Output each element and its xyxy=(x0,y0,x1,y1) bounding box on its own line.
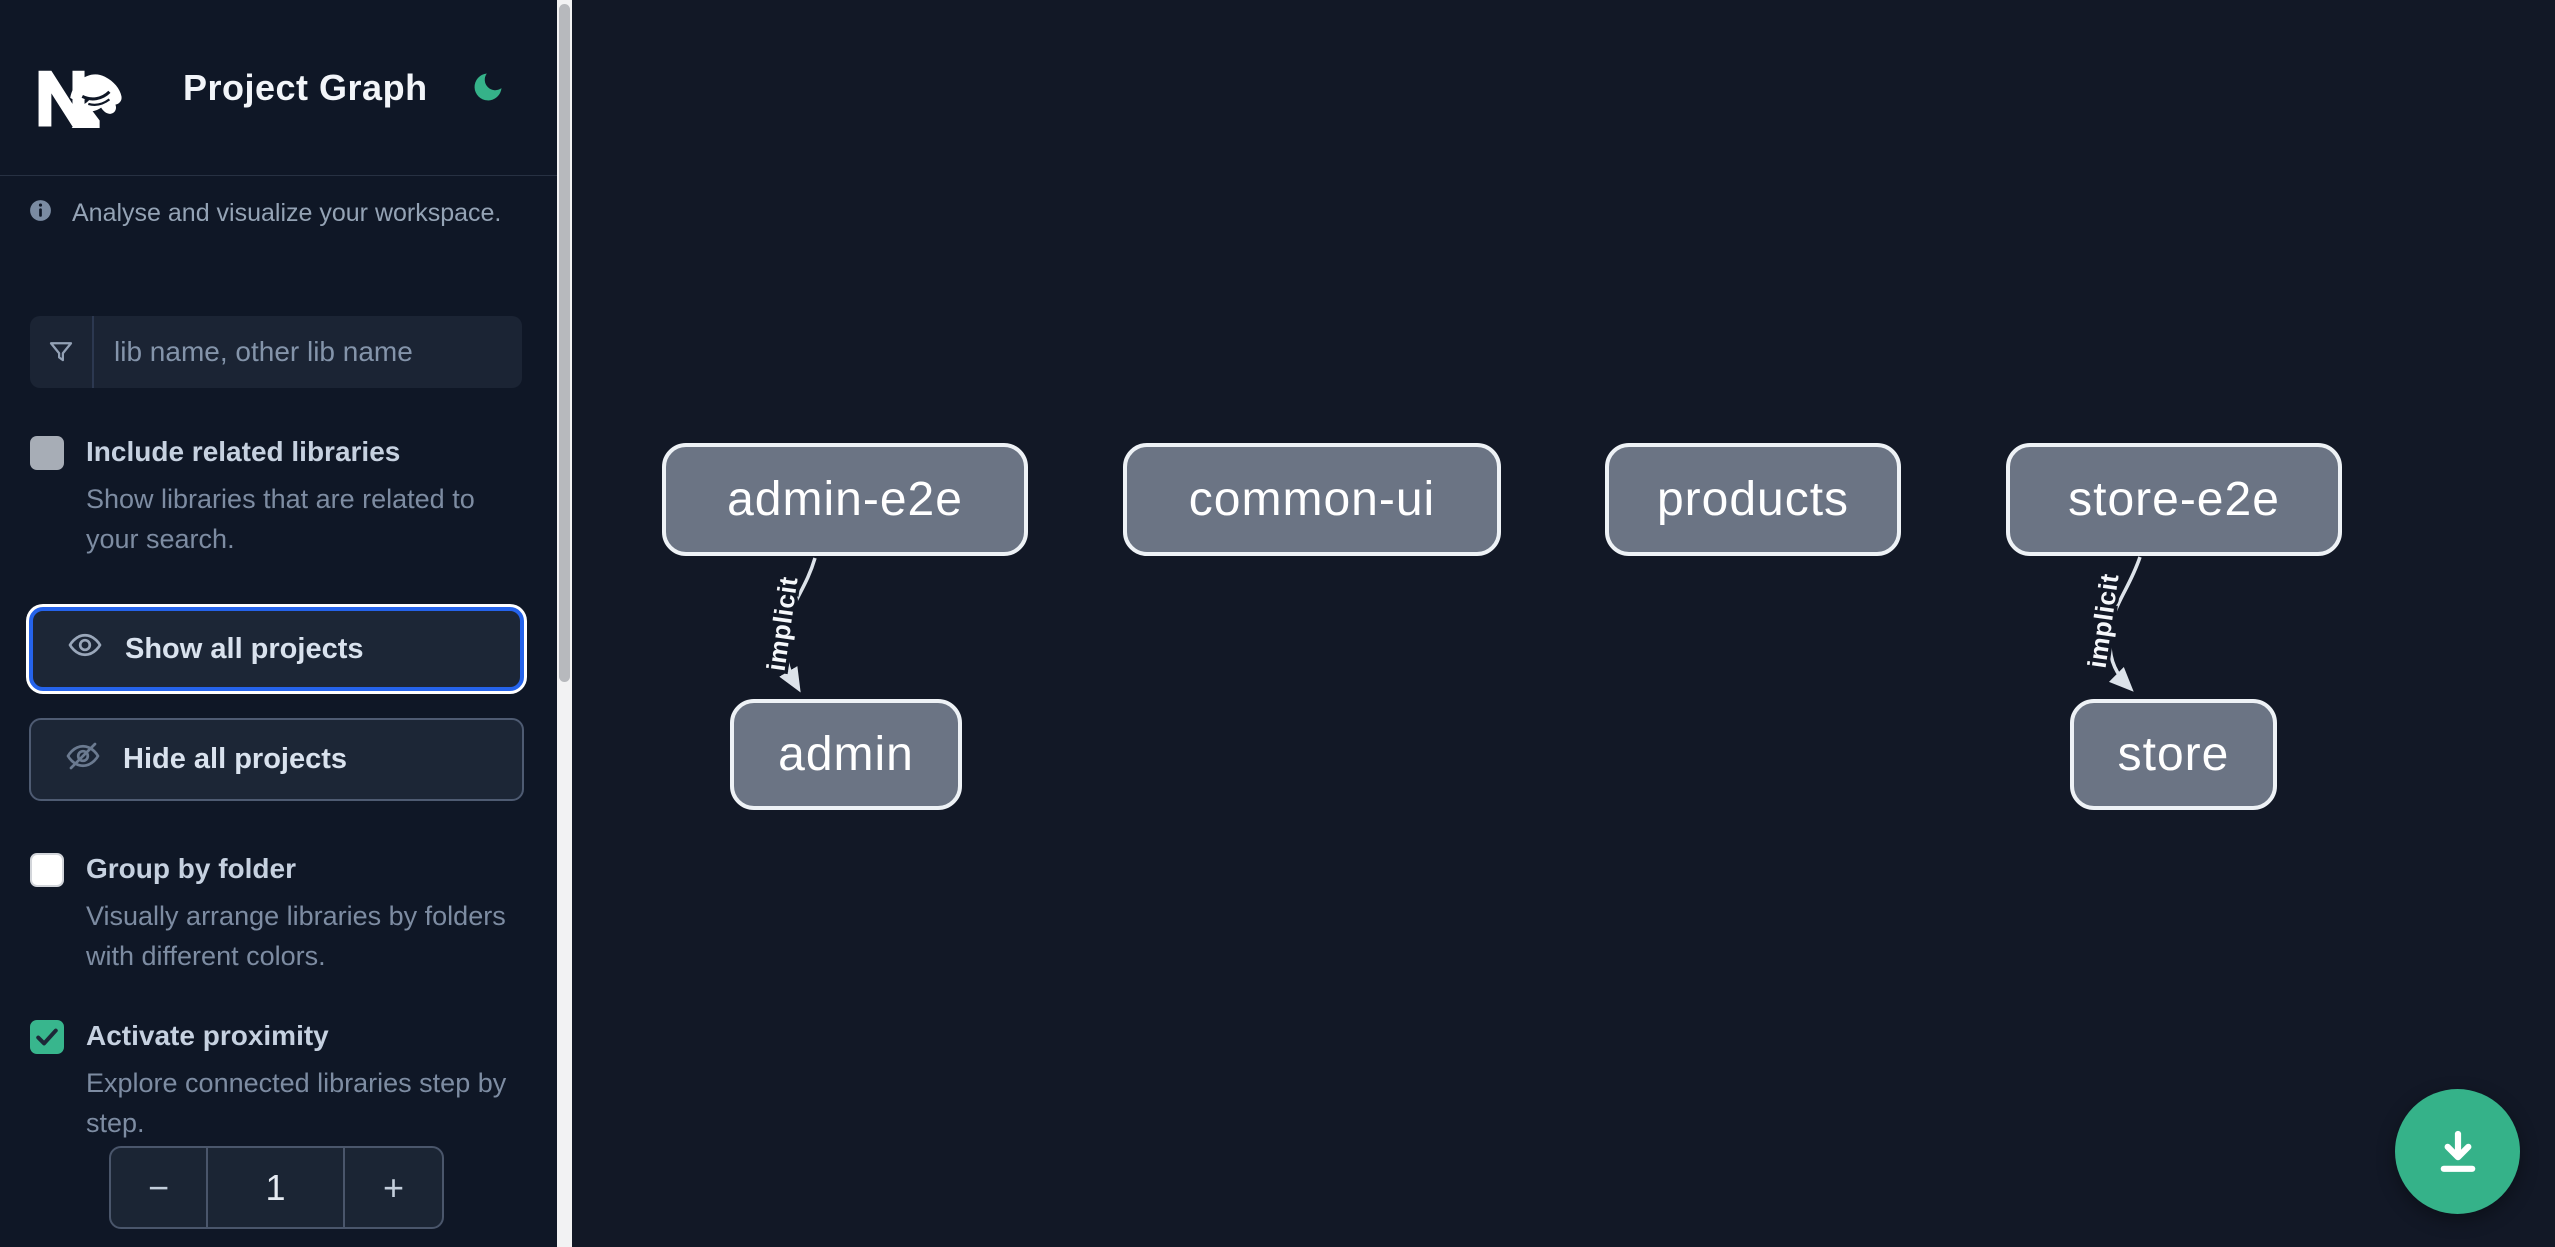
button-label: Show all projects xyxy=(125,632,364,665)
graph-node-products[interactable]: products xyxy=(1605,443,1901,556)
button-label: Hide all projects xyxy=(123,743,348,775)
graph-node-admin[interactable]: admin xyxy=(730,699,962,810)
group-by-folder-checkbox[interactable] xyxy=(30,853,64,887)
workspace-info: Analyse and visualize your workspace. xyxy=(28,198,528,228)
sidebar-scrollbar[interactable] xyxy=(557,0,572,1247)
edge-label-implicit: implicit xyxy=(2082,572,2125,670)
moon-icon[interactable] xyxy=(468,68,508,108)
funnel-icon xyxy=(30,316,94,388)
include-related-checkbox[interactable] xyxy=(30,436,64,470)
group-by-folder-toggle: Group by folder Visually arrange librari… xyxy=(30,851,526,976)
search-input[interactable] xyxy=(94,316,522,388)
toggle-description: Show libraries that are related to your … xyxy=(86,484,475,554)
graph-node-store-e2e[interactable]: store-e2e xyxy=(2006,443,2342,556)
toggle-description: Visually arrange libraries by folders wi… xyxy=(86,901,506,971)
check-icon xyxy=(36,1028,58,1046)
eye-off-icon xyxy=(65,738,101,782)
decrement-button[interactable]: − xyxy=(111,1148,206,1227)
graph-edges: implicit implicit xyxy=(757,556,2142,693)
edge-admin-e2e-admin xyxy=(779,557,817,693)
page-title: Project Graph xyxy=(183,67,428,108)
info-text: Analyse and visualize your workspace. xyxy=(72,198,502,227)
download-icon xyxy=(2440,1130,2475,1172)
toggle-label: Include related libraries xyxy=(86,436,401,467)
toggle-label: Group by folder xyxy=(86,853,296,884)
download-graph-button[interactable] xyxy=(2395,1089,2520,1214)
scrollbar-thumb[interactable] xyxy=(559,4,570,682)
toggle-label: Activate proximity xyxy=(86,1020,329,1051)
project-graph-canvas[interactable]: implicit implicit admin-e2e common-ui pr… xyxy=(572,0,2555,1247)
edge-store-e2e-store xyxy=(2108,556,2142,692)
info-icon xyxy=(28,198,53,228)
toggle-description: Explore connected libraries step by step… xyxy=(86,1068,507,1138)
increment-button[interactable]: + xyxy=(343,1148,442,1227)
sidebar-header: Project Graph xyxy=(0,0,557,176)
activate-proximity-checkbox[interactable] xyxy=(30,1020,64,1054)
nx-logo xyxy=(28,60,126,132)
graph-node-store[interactable]: store xyxy=(2070,699,2277,810)
sidebar: Project Graph Analyse and visualize your… xyxy=(0,0,572,1247)
proximity-value[interactable]: 1 xyxy=(206,1148,343,1227)
proximity-stepper: − 1 + xyxy=(109,1146,444,1229)
show-all-projects-button[interactable]: Show all projects xyxy=(29,607,524,691)
eye-icon xyxy=(67,627,103,671)
filter-searchbox xyxy=(30,316,522,388)
activate-proximity-toggle: Activate proximity Explore connected lib… xyxy=(30,1018,526,1143)
graph-node-admin-e2e[interactable]: admin-e2e xyxy=(662,443,1028,556)
hide-all-projects-button[interactable]: Hide all projects xyxy=(29,718,524,801)
include-related-toggle: Include related libraries Show libraries… xyxy=(30,434,526,559)
graph-node-common-ui[interactable]: common-ui xyxy=(1123,443,1501,556)
edge-label-implicit: implicit xyxy=(761,575,804,673)
